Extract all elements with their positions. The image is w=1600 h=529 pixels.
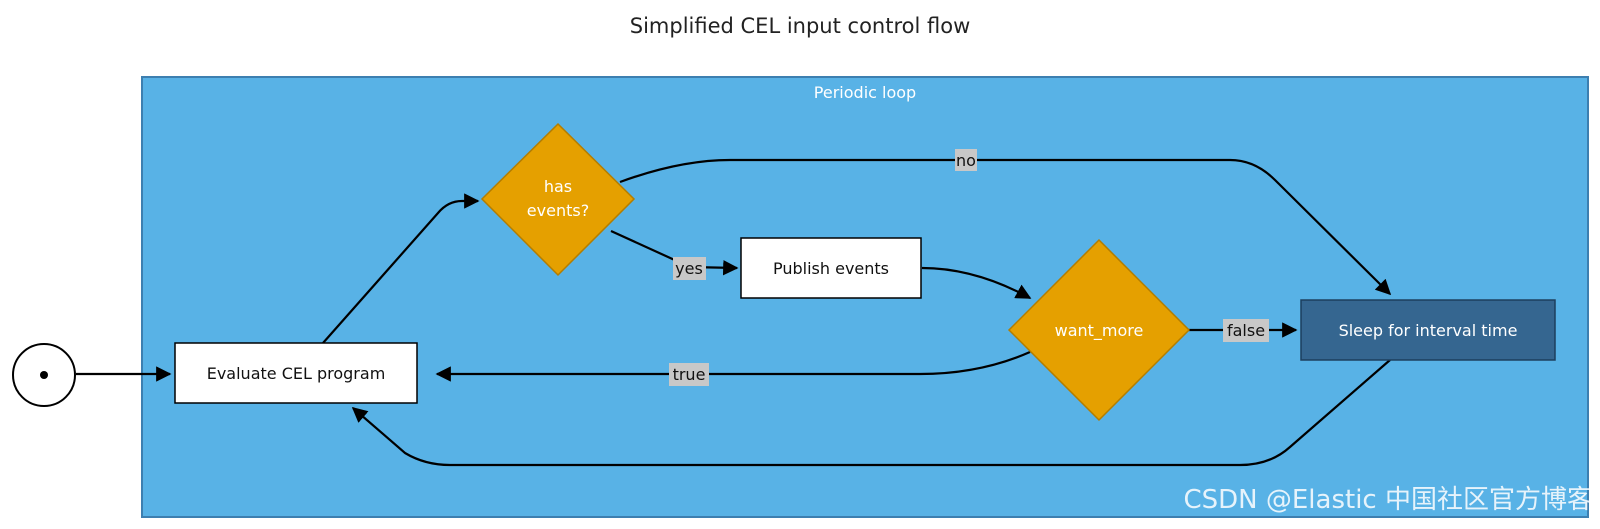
edge-publish-to-want-more [921, 266, 1032, 299]
edge-label-false: false [1223, 319, 1269, 342]
publish-events-node: Publish events [740, 237, 922, 299]
edge-label-true: true [669, 363, 709, 386]
publish-events-label: Publish events [773, 259, 889, 278]
edge-want-more-true [435, 350, 1031, 382]
edge-sleep-to-evaluate [351, 359, 1391, 467]
svg-text:no: no [956, 151, 976, 170]
evaluate-cel-program-label: Evaluate CEL program [207, 364, 386, 383]
sleep-interval-label: Sleep for interval time [1339, 321, 1518, 340]
has-events-label-line2: events? [527, 201, 589, 220]
svg-text:yes: yes [675, 259, 703, 278]
edge-label-yes: yes [673, 257, 706, 280]
watermark-text: CSDN @Elastic 中国社区官方博客 [1183, 485, 1593, 515]
svg-text:true: true [673, 365, 706, 384]
sleep-interval-node: Sleep for interval time [1300, 299, 1556, 361]
want-more-label: want_more [1055, 321, 1144, 341]
edge-evaluate-to-has-events [322, 193, 480, 344]
svg-text:false: false [1227, 321, 1265, 340]
edge-has-events-no [619, 158, 1392, 296]
has-events-node: has events? [480, 122, 636, 277]
has-events-label-line1: has [544, 177, 572, 196]
diagram-title: Simplified CEL input control flow [630, 14, 971, 38]
evaluate-cel-program-node: Evaluate CEL program [174, 342, 418, 404]
periodic-loop-label: Periodic loop [814, 83, 916, 102]
start-node-dot [40, 371, 48, 379]
edge-label-no: no [955, 149, 977, 171]
want-more-node: want_more [1007, 238, 1191, 422]
